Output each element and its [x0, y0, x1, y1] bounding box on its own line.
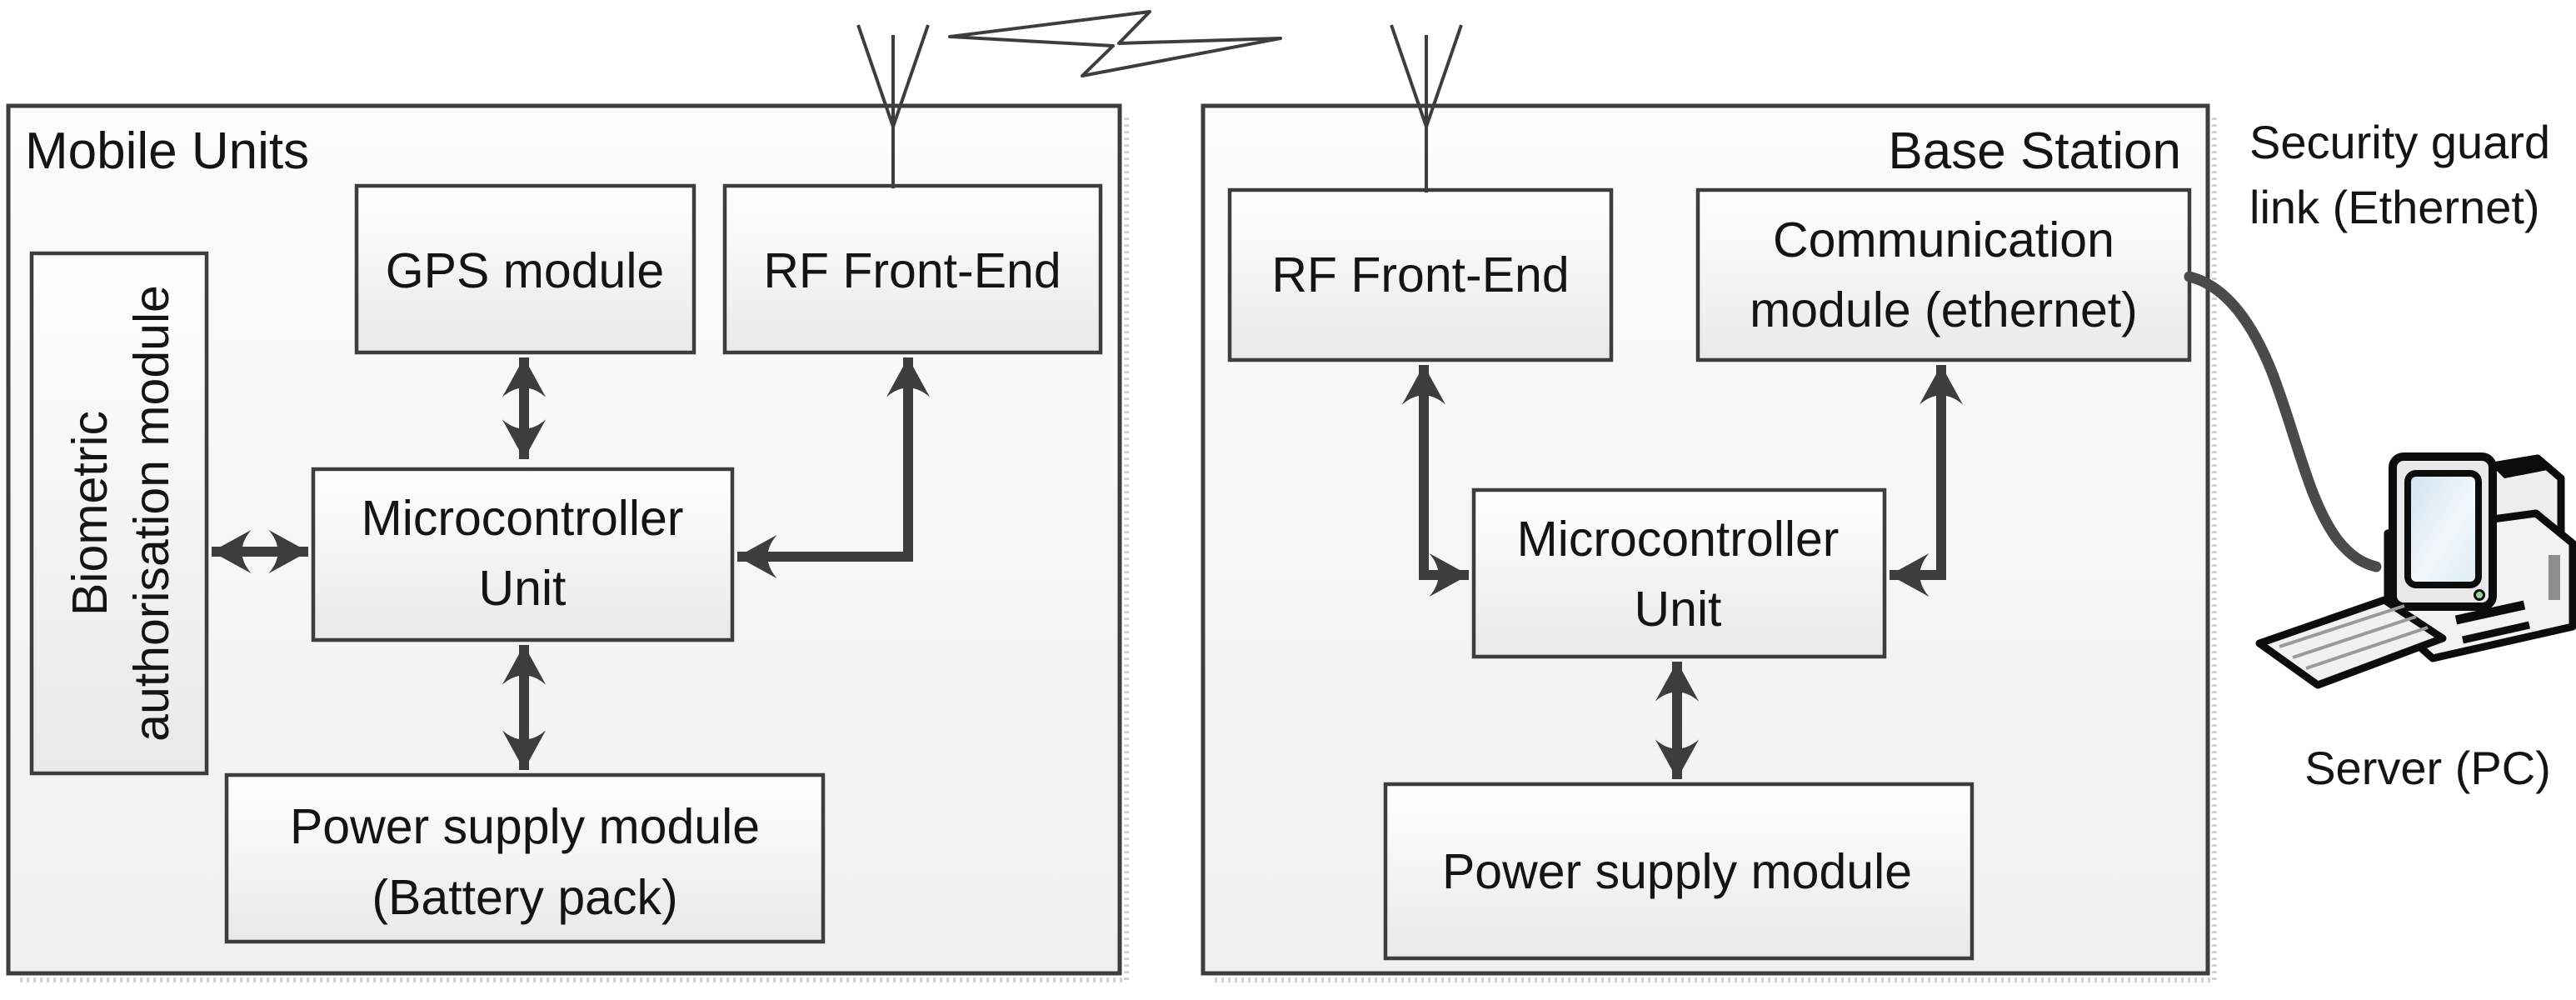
ethernet-cable-curve: [2184, 271, 2382, 572]
arrow-communication-microcontroller-base: [1890, 365, 1964, 598]
microcontroller-unit-mobile-box: [311, 467, 735, 642]
gps-module-box: [354, 183, 696, 355]
rf-front-end-mobile-box: [722, 183, 1103, 355]
rf-front-end-base-box: [1227, 188, 1614, 362]
antenna-icon-base: [1390, 24, 1463, 192]
security-guard-link-label-line1: Security guard: [2249, 116, 2550, 168]
arrow-rf-microcontroller-base: [1401, 365, 1469, 598]
lightning-bolt-icon: [948, 10, 1282, 78]
pc-crt-cap: [2493, 459, 2548, 478]
microcontroller-mobile-label-line1: Microcontroller: [362, 491, 684, 546]
communication-label-line1: Communication: [1773, 212, 2114, 268]
biometric-label-line2: authorisation module: [124, 285, 179, 742]
pc-key-row-3: [2305, 626, 2429, 670]
base-station-title: Base Station: [1888, 122, 2181, 180]
desktop-pc-icon: [2255, 452, 2576, 689]
microcontroller-unit-base-box: [1471, 488, 1887, 659]
communication-label-line2: module (ethernet): [1750, 282, 2138, 338]
biometric-authorisation-module-box: [29, 251, 209, 776]
pc-screen: [2404, 470, 2482, 588]
power-base-label: Power supply module: [1442, 844, 1912, 899]
pc-power-led: [2474, 589, 2485, 601]
pc-keyboard: [2255, 596, 2447, 689]
power-supply-module-base-box: [1383, 782, 1974, 961]
pc-key-row-1: [2279, 604, 2405, 648]
gps-module-label: GPS module: [386, 243, 665, 298]
security-guard-link-label-line2: link (Ethernet): [2249, 181, 2540, 233]
antenna-icon-mobile: [856, 24, 930, 188]
communication-module-box: [1695, 188, 2192, 362]
mobile-units-title: Mobile Units: [25, 122, 309, 180]
pc-drive-slot-2: [2462, 621, 2530, 644]
arrow-rf-microcontroller-mobile: [737, 358, 931, 579]
rf-front-end-base-label: RF Front-End: [1271, 248, 1569, 302]
pc-key-row-2: [2292, 615, 2417, 659]
biometric-label-line1: Biometric: [62, 411, 117, 616]
power-mobile-label-line2: (Battery pack): [372, 870, 677, 925]
pc-drive-slot-1: [2454, 600, 2526, 625]
power-supply-module-mobile-box: [224, 772, 826, 944]
microcontroller-base-label-line2: Unit: [1635, 582, 1722, 637]
microcontroller-base-label-line1: Microcontroller: [1517, 512, 1840, 567]
server-pc-label: Server (PC): [2304, 742, 2551, 794]
rf-front-end-mobile-label: RF Front-End: [763, 243, 1061, 298]
microcontroller-mobile-label-line2: Unit: [479, 561, 567, 616]
power-mobile-label-line1: Power supply module: [290, 799, 760, 854]
